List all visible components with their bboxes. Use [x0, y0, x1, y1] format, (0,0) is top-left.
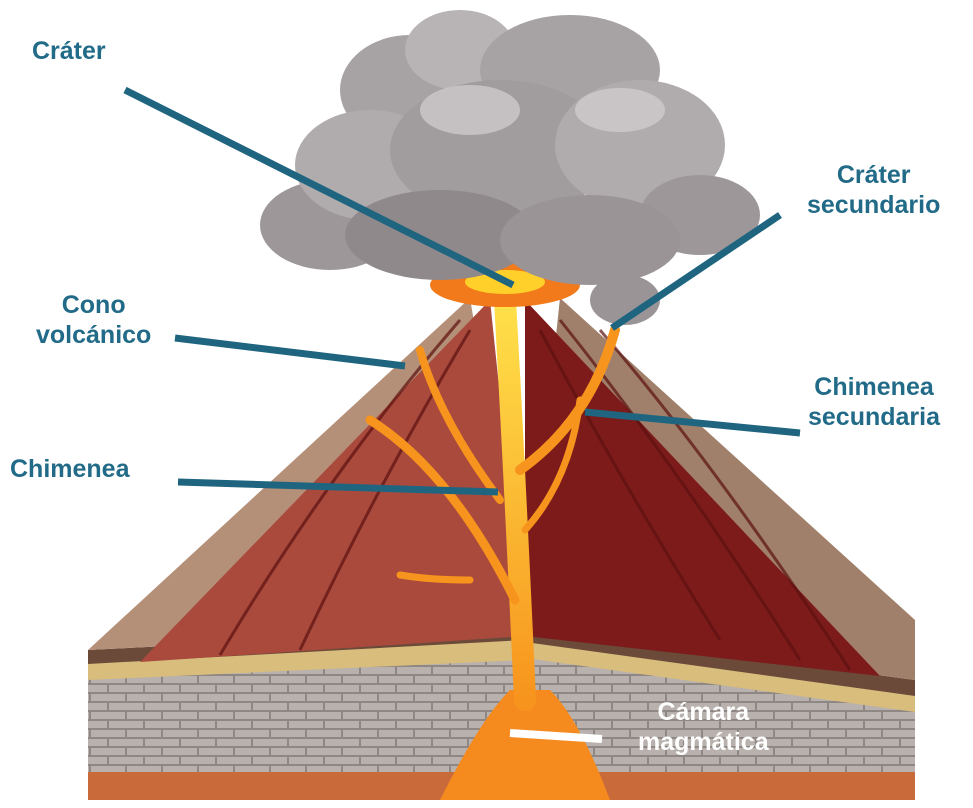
label-chimenea-secundaria-line2: secundaria	[808, 402, 940, 432]
label-chimenea-secundaria: Chimenea secundaria	[808, 372, 940, 432]
label-cono-volcanico: Cono volcánico	[36, 290, 151, 350]
label-crater-secundario-line1: Cráter	[807, 160, 940, 190]
label-crater-text: Cráter	[32, 36, 106, 66]
label-camara-magmatica-line2: magmática	[638, 727, 769, 757]
label-cono-volcanico-line1: Cono	[36, 290, 151, 320]
pointer-cono-volcanico	[175, 338, 405, 366]
label-crater-secundario: Cráter secundario	[807, 160, 940, 220]
label-camara-magmatica: Cámara magmática	[638, 697, 769, 757]
label-cono-volcanico-line2: volcánico	[36, 320, 151, 350]
label-chimenea-secundaria-line1: Chimenea	[808, 372, 940, 402]
label-camara-magmatica-line1: Cámara	[638, 697, 769, 727]
label-chimenea: Chimenea	[10, 454, 129, 484]
label-chimenea-text: Chimenea	[10, 454, 129, 484]
label-crater-secundario-line2: secundario	[807, 190, 940, 220]
label-crater: Cráter	[32, 36, 106, 66]
